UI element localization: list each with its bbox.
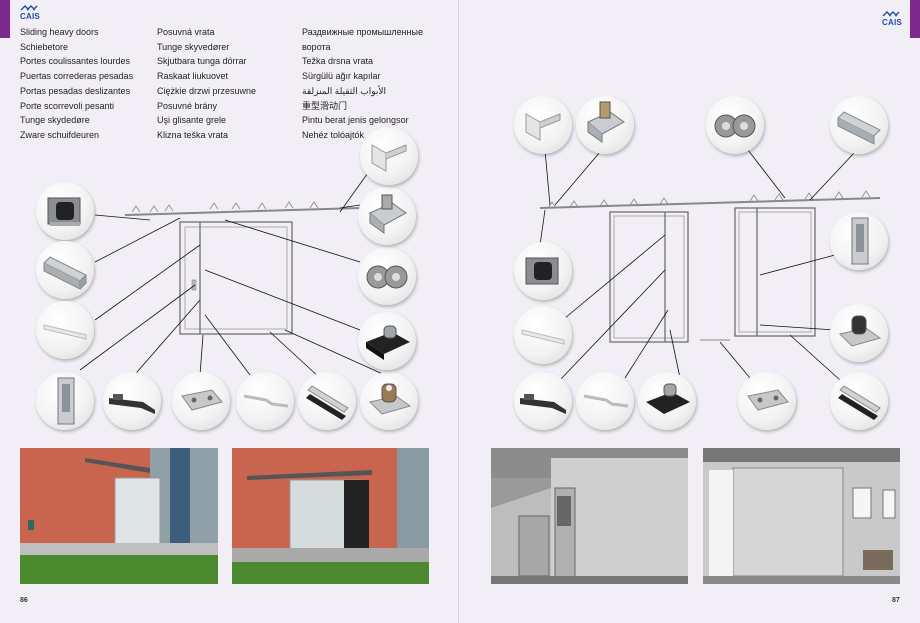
photo-warehouse-door-1: [20, 448, 218, 584]
title-line: Portes coulissantes lourdes: [20, 56, 131, 67]
photo-interior-door: [703, 448, 900, 584]
title-line: Uşi glisante grele: [157, 115, 227, 126]
title-line: Porte scorrevoli pesanti: [20, 100, 115, 111]
rail-profile-icon: [36, 241, 94, 299]
latch-bar-icon: [103, 372, 161, 430]
title-line: Zware schuifdeuren: [20, 129, 100, 140]
titles-col1: Sliding heavy doors Schiebetore Portes c…: [20, 25, 133, 143]
floor-guide-icon: [36, 372, 94, 430]
title-line: Sliding heavy doors: [20, 27, 99, 37]
title-line: Posuvné brány: [157, 100, 218, 111]
title-line: Tunge skydedøre: [20, 115, 90, 126]
title-line: Раздвижные промышленные: [302, 27, 423, 37]
title-line: Težka drsna vrata: [302, 56, 374, 67]
title-line: Posuvná vrata: [157, 27, 215, 37]
photo-grey-building: [491, 448, 688, 584]
roller-icon: [358, 247, 416, 305]
roller-icon: [706, 96, 764, 154]
title-line: Schiebetore: [20, 41, 69, 52]
bottom-guide-icon: [830, 304, 888, 362]
title-line: الأبواب الثقيلة المنزلقة: [302, 85, 387, 96]
title-line: Puertas correderas pesadas: [20, 71, 134, 82]
title-line: Skjutbara tunga dörrar: [157, 56, 247, 67]
title-line: ворота: [302, 41, 331, 52]
wall-bracket-icon: [514, 96, 572, 154]
plate-icon: [738, 372, 796, 430]
track-bracket-icon: [358, 187, 416, 245]
page-number-right: 87: [892, 597, 900, 604]
bottom-guide-icon: [360, 372, 418, 430]
title-line: Pintu berat jenis gelongsor: [302, 115, 409, 126]
rubber-stop-icon: [358, 312, 416, 370]
title-line: 重型滑动门: [302, 100, 348, 111]
bent-strip-icon: [576, 372, 634, 430]
brush-seal-icon: [830, 372, 888, 430]
photo-warehouse-door-2: [232, 448, 429, 584]
titles-col2: Posuvná vrata Tunge skyvedører Skjutbara…: [157, 25, 256, 143]
cais-logo-left: CAIS: [20, 4, 40, 21]
page-tab-left: [0, 0, 10, 38]
title-line: Ciężkie drzwi przesuwne: [157, 85, 257, 96]
floor-guide-icon: [830, 212, 888, 270]
brush-seal-icon: [298, 372, 356, 430]
rubber-stop-icon: [638, 372, 696, 430]
title-line: Portas pesadas deslizantes: [20, 85, 131, 96]
roller-bracket-icon: [514, 242, 572, 300]
strip-icon: [514, 306, 572, 364]
latch-bar-icon: [514, 372, 572, 430]
cais-logo-right: CAIS: [882, 10, 902, 27]
bent-strip-icon: [236, 372, 294, 430]
rail-profile-icon: [830, 96, 888, 154]
titles-col3: Раздвижные промышленные ворота Težka drs…: [302, 25, 423, 143]
page-number-left: 86: [20, 597, 28, 604]
page-tab-right: [910, 0, 920, 38]
title-line: Sürgülü ağır kapılar: [302, 71, 381, 82]
wall-bracket-icon: [360, 127, 418, 185]
title-line: Nehéz tolóajtók: [302, 129, 365, 140]
strip-icon: [36, 301, 94, 359]
title-line: Tunge skyvedører: [157, 41, 230, 52]
track-bracket-icon: [576, 96, 634, 154]
plate-icon: [172, 372, 230, 430]
roller-bracket-icon: [36, 182, 94, 240]
title-line: Klizna teška vrata: [157, 129, 229, 140]
title-line: Raskaat liukuovet: [157, 71, 229, 82]
